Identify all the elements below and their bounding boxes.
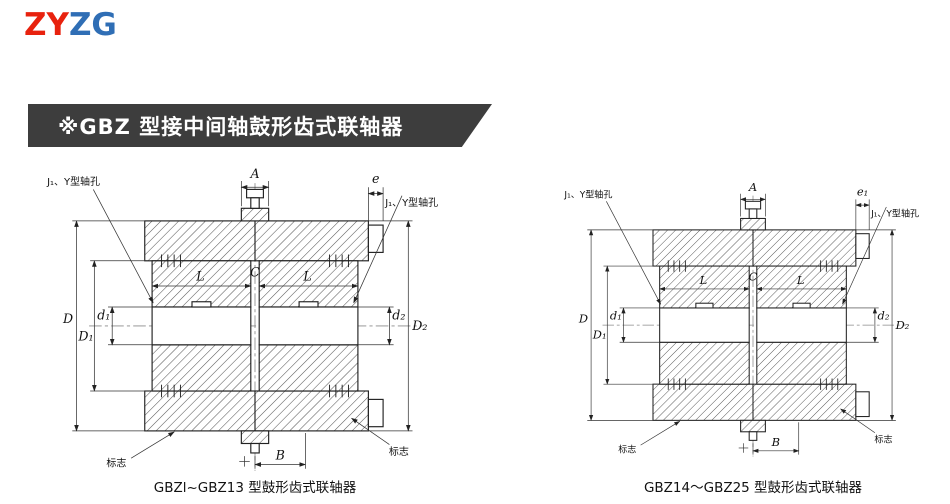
brand-logo: ZYZG	[24, 10, 117, 41]
mark-label-left: 标志	[106, 457, 126, 470]
bore-type-label-right: J₁、Y型轴孔	[384, 196, 438, 209]
dim-label-D: D	[62, 311, 73, 326]
mark-label-right: 标志	[389, 445, 409, 458]
coupling-drawing-right: A e₁ J₁、Y型轴孔 J₁、Y型轴孔 D D₁ d₁ L C L d₂ D₂…	[563, 180, 919, 457]
dim-label-D2: D₂	[411, 318, 427, 333]
dim-label-D: D	[578, 311, 588, 325]
dim-label-D1: D₁	[592, 327, 607, 341]
figure-gbz14-25: A e₁ J₁、Y型轴孔 J₁、Y型轴孔 D D₁ d₁ L C L d₂ D₂…	[553, 160, 950, 496]
dim-label-L-right: L	[302, 269, 311, 284]
figure-gbz1-13: A e J₁、Y型轴孔 J₁、Y型轴孔 D D₁ d₁ L C L d₂ D₂ …	[30, 160, 480, 496]
dim-label-D1: D₁	[77, 329, 93, 344]
dim-label-A: A	[249, 166, 259, 181]
dim-label-A: A	[748, 180, 757, 194]
bore-type-label-left: J₁、Y型轴孔	[46, 175, 100, 188]
dim-label-d2: d₂	[392, 308, 405, 323]
bore-type-label-left: J₁、Y型轴孔	[563, 189, 612, 201]
mark-label-left: 标志	[618, 444, 636, 456]
mark-label-right: 标志	[874, 433, 892, 445]
sleeve-section	[144, 188, 384, 454]
bore-type-label-right: J₁、Y型轴孔	[870, 208, 919, 220]
dim-label-e1: e₁	[857, 185, 868, 199]
dim-label-B: B	[275, 447, 285, 462]
dim-label-d1: d₁	[610, 308, 622, 322]
figure-caption-left: GBZl~GBZ13 型鼓形齿式联轴器	[153, 480, 357, 496]
dim-label-L-left: L	[195, 269, 204, 284]
coupling-drawing-left: A e J₁、Y型轴孔 J₁、Y型轴孔 D D₁ d₁ L C L d₂ D₂ …	[46, 166, 438, 471]
section-title-banner: ※GBZ 型接中间轴鼓形齿式联轴器	[28, 104, 492, 147]
figure-caption-right: GBZ14～GBZ25 型鼓形齿式联轴器	[643, 480, 863, 496]
dim-label-L-right: L	[796, 273, 805, 287]
dim-label-d2: d₂	[878, 308, 890, 322]
dim-label-L-left: L	[699, 273, 708, 287]
gear-teeth	[667, 260, 839, 390]
dim-label-d1: d₁	[97, 308, 110, 323]
logo-text-red: ZY	[24, 7, 69, 43]
gear-teeth	[161, 254, 349, 398]
dim-label-B: B	[771, 435, 780, 449]
dim-label-D2: D₂	[895, 318, 910, 332]
dimension-lines	[587, 193, 896, 455]
logo-text-blue: ZG	[68, 7, 117, 43]
dim-label-C: C	[250, 265, 260, 280]
dimension-lines	[72, 181, 413, 469]
dim-label-e: e	[372, 171, 379, 186]
section-title: ※GBZ 型接中间轴鼓形齿式联轴器	[58, 114, 404, 139]
sleeve-section	[652, 200, 870, 441]
dim-label-C: C	[749, 269, 758, 283]
